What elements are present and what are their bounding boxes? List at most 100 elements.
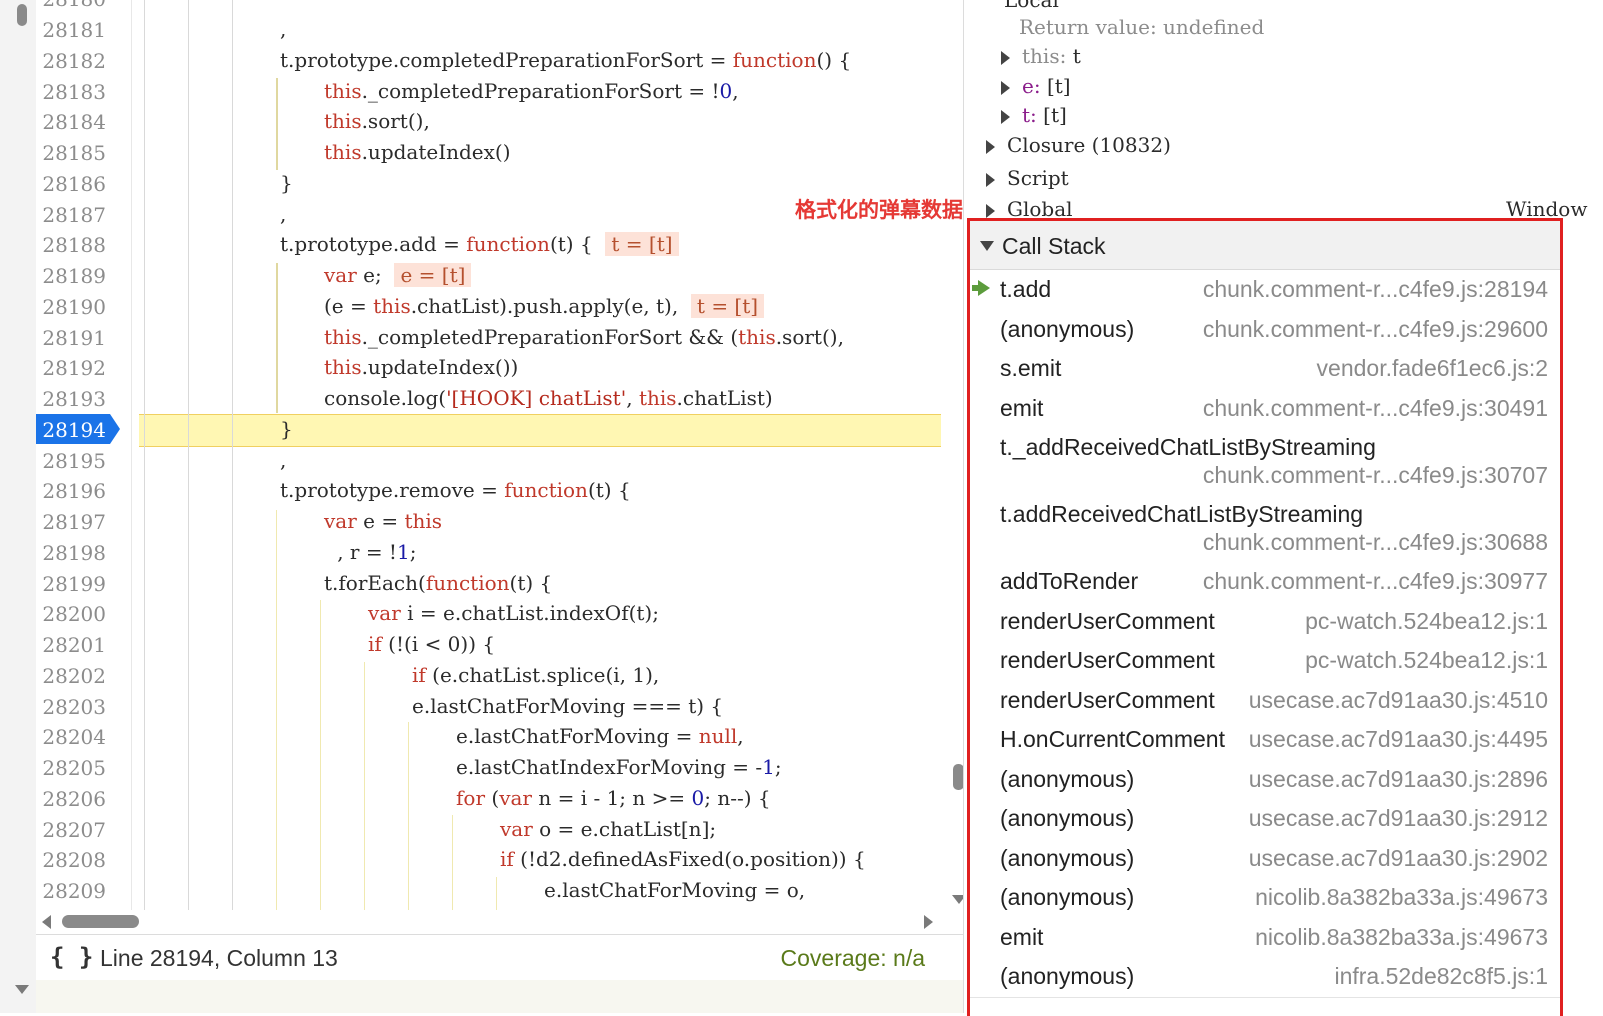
scope-closure[interactable]: Closure (10832)	[986, 133, 1171, 157]
horizontal-scroll-thumb[interactable]	[62, 915, 139, 928]
line-number[interactable]: 28184	[36, 107, 128, 137]
line-number[interactable]: 28204	[36, 722, 128, 752]
code-line[interactable]: if (e.chatList.splice(i, 1),	[412, 662, 660, 687]
line-number[interactable]: 28193	[36, 384, 128, 414]
line-number-gutter[interactable]	[36, 0, 132, 940]
frame-location-link[interactable]: nicolib.8a382ba33a.js:49673	[1255, 923, 1548, 950]
code-line[interactable]: this.updateIndex()	[324, 140, 511, 164]
code-line[interactable]: for (var n = i - 1; n >= 0; n--) {	[456, 785, 771, 810]
line-number[interactable]: 28203	[36, 692, 128, 722]
frame-location-link[interactable]: usecase.ac7d91aa30.js:4495	[1248, 726, 1548, 752]
code-line[interactable]: t.prototype.remove = function(t) {	[280, 478, 631, 503]
code-line[interactable]: if (!(i < 0)) {	[368, 632, 496, 656]
expand-arrow-icon[interactable]	[986, 139, 995, 154]
scope-this[interactable]: this: t	[1001, 44, 1081, 68]
call-stack-frame[interactable]: (anonymous)usecase.ac7d91aa30.js:2912	[970, 799, 1560, 840]
expand-arrow-icon[interactable]	[1001, 50, 1010, 65]
line-number[interactable]: 28186	[36, 169, 128, 199]
scroll-right-arrow-icon[interactable]	[924, 915, 933, 929]
frame-location-link[interactable]: chunk.comment-r...c4fe9.js:30491	[1202, 394, 1548, 421]
line-number[interactable]: 28198	[36, 538, 128, 568]
code-line[interactable]: ,	[280, 447, 287, 472]
frame-location-link[interactable]: vendor.fade6f1ec6.js:2	[1316, 355, 1548, 381]
frame-location-link[interactable]: infra.52de82c8f5.js:1	[1334, 963, 1548, 989]
scope-e[interactable]: e: [t]	[1001, 74, 1071, 98]
line-number[interactable]: 28196	[36, 476, 128, 506]
call-stack-frame[interactable]: (anonymous)usecase.ac7d91aa30.js:2896	[970, 759, 1560, 800]
frame-location-link[interactable]: usecase.ac7d91aa30.js:4510	[1248, 686, 1548, 713]
code-line[interactable]: var e = this	[324, 509, 443, 533]
line-number[interactable]: 28180	[36, 0, 128, 14]
code-line[interactable]: console.log('[HOOK] chatList', this.chat…	[324, 386, 773, 410]
line-number[interactable]: 28205	[36, 753, 128, 783]
line-number[interactable]: 28181	[36, 15, 128, 45]
code-line[interactable]: var e; e = [t]	[324, 260, 472, 290]
frame-location-link[interactable]: usecase.ac7d91aa30.js:2902	[1248, 844, 1548, 871]
code-line[interactable]: ,	[280, 17, 287, 41]
line-number[interactable]: 28208	[36, 845, 128, 875]
line-number[interactable]: 28200	[36, 599, 128, 629]
code-line[interactable]: ,	[280, 201, 287, 226]
code-line[interactable]: var o = e.chatList[n];	[500, 816, 717, 841]
line-number[interactable]: 28206	[36, 784, 128, 814]
frame-location-link[interactable]: chunk.comment-r...c4fe9.js:29600	[1202, 315, 1548, 342]
code-line[interactable]: e.lastChatForMoving = null,	[456, 724, 744, 749]
code-line[interactable]: t.forEach(function(t) {	[324, 570, 553, 595]
scroll-down-arrow-icon[interactable]	[15, 985, 29, 994]
code-line[interactable]: e.lastChatForMoving === t) {	[412, 693, 724, 718]
expand-arrow-icon[interactable]	[1001, 80, 1010, 95]
editor-vertical-scrollbar[interactable]	[945, 0, 963, 910]
frame-location-link[interactable]: chunk.comment-r...c4fe9.js:30977	[1202, 568, 1548, 594]
line-number[interactable]: 28182	[36, 46, 128, 76]
line-number[interactable]: 28209	[36, 876, 128, 906]
expand-arrow-icon[interactable]	[986, 172, 995, 187]
code-line[interactable]: (e = this.chatList).push.apply(e, t), t …	[324, 291, 765, 321]
outer-scroll-thumb[interactable]	[17, 4, 27, 26]
code-line[interactable]: t.prototype.add = function(t) { t = [t]	[280, 229, 679, 259]
collapse-arrow-icon[interactable]	[980, 241, 994, 251]
editor-vertical-thumb[interactable]	[953, 764, 963, 790]
line-number[interactable]: 28191	[36, 323, 128, 353]
line-number[interactable]: 28199	[36, 569, 128, 599]
editor-horizontal-scrollbar[interactable]	[36, 910, 941, 934]
code-line[interactable]: e.lastChatForMoving = o,	[544, 878, 806, 902]
line-number[interactable]: 28202	[36, 661, 128, 691]
code-line[interactable]: t.prototype.completedPreparationForSort …	[280, 47, 852, 72]
scroll-down-arrow-icon[interactable]	[952, 895, 963, 904]
line-number[interactable]: 28190	[36, 292, 128, 322]
frame-location-link[interactable]: pc-watch.524bea12.js:1	[1305, 607, 1548, 634]
line-number[interactable]: 28183	[36, 77, 128, 107]
frame-location-link[interactable]: chunk.comment-r...c4fe9.js:28194	[1202, 276, 1548, 302]
scope-script[interactable]: Script	[986, 166, 1069, 190]
code-line[interactable]: this._completedPreparationForSort = !0,	[324, 78, 739, 103]
code-line[interactable]: var i = e.chatList.indexOf(t);	[368, 601, 659, 626]
active-line-badge[interactable]	[36, 414, 120, 444]
code-line[interactable]: , r = !1;	[337, 539, 417, 564]
frame-location-link[interactable]: chunk.comment-r...c4fe9.js:30707	[1202, 462, 1548, 488]
line-number[interactable]: 28189	[36, 261, 128, 291]
frame-location-link[interactable]: nicolib.8a382ba33a.js:49673	[1255, 884, 1548, 910]
code-line[interactable]: if (!d2.definedAsFixed(o.position)) {	[500, 847, 866, 872]
coverage-status[interactable]: Coverage: n/a	[780, 945, 925, 971]
code-line[interactable]: }	[280, 416, 293, 441]
line-number[interactable]: 28187	[36, 200, 128, 230]
active-line-number[interactable]: 28194	[36, 415, 128, 445]
line-number[interactable]: 28195	[36, 446, 128, 476]
scope-global[interactable]: Global	[986, 197, 1073, 221]
call-stack-frame[interactable]: (anonymous)infra.52de82c8f5.js:1	[970, 957, 1560, 998]
scope-local-label[interactable]: Local	[1004, 0, 1059, 12]
pretty-print-braces-icon[interactable]: { }	[50, 943, 94, 971]
frame-location-link[interactable]: usecase.ac7d91aa30.js:2896	[1248, 765, 1548, 792]
expand-arrow-icon[interactable]	[986, 203, 995, 218]
line-number[interactable]: 28192	[36, 353, 128, 383]
line-number[interactable]: 28197	[36, 507, 128, 537]
